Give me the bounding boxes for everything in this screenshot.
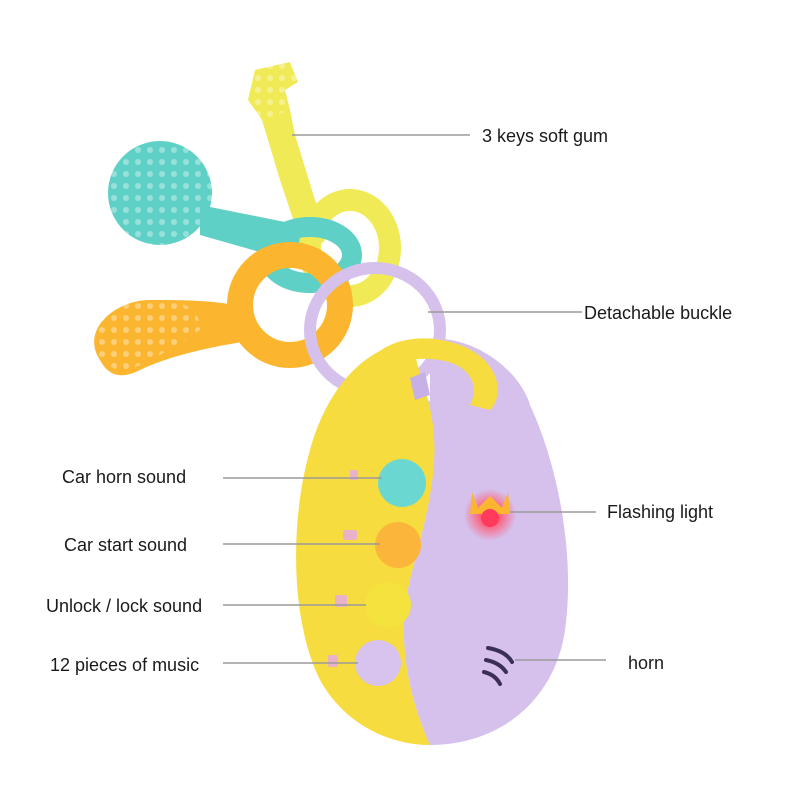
orange-key bbox=[94, 242, 353, 376]
music-button bbox=[355, 640, 401, 686]
label-light: Flashing light bbox=[607, 502, 714, 522]
car-start-button bbox=[375, 522, 421, 568]
label-horn: horn bbox=[628, 653, 665, 673]
label-keys: 3 keys soft gum bbox=[482, 126, 609, 146]
label-music: 12 pieces of music bbox=[50, 655, 200, 675]
engine-mini-icon bbox=[343, 530, 357, 540]
crown-icon bbox=[470, 492, 510, 514]
yellow-key bbox=[248, 62, 330, 250]
remote-fob-body bbox=[296, 338, 569, 745]
leader-lines bbox=[223, 134, 606, 664]
label-lock-sound: Unlock / lock sound bbox=[46, 596, 203, 616]
music-mini-icon bbox=[328, 655, 338, 667]
label-buckle: Detachable buckle bbox=[584, 303, 733, 323]
speaker-icon bbox=[482, 646, 514, 686]
label-horn-sound: Car horn sound bbox=[62, 467, 187, 487]
car-horn-button bbox=[378, 459, 426, 507]
label-start-sound: Car start sound bbox=[64, 535, 188, 555]
lock-button bbox=[365, 582, 411, 628]
lock-mini-icon bbox=[335, 595, 347, 607]
light-led bbox=[481, 509, 499, 527]
teal-key bbox=[108, 141, 305, 262]
